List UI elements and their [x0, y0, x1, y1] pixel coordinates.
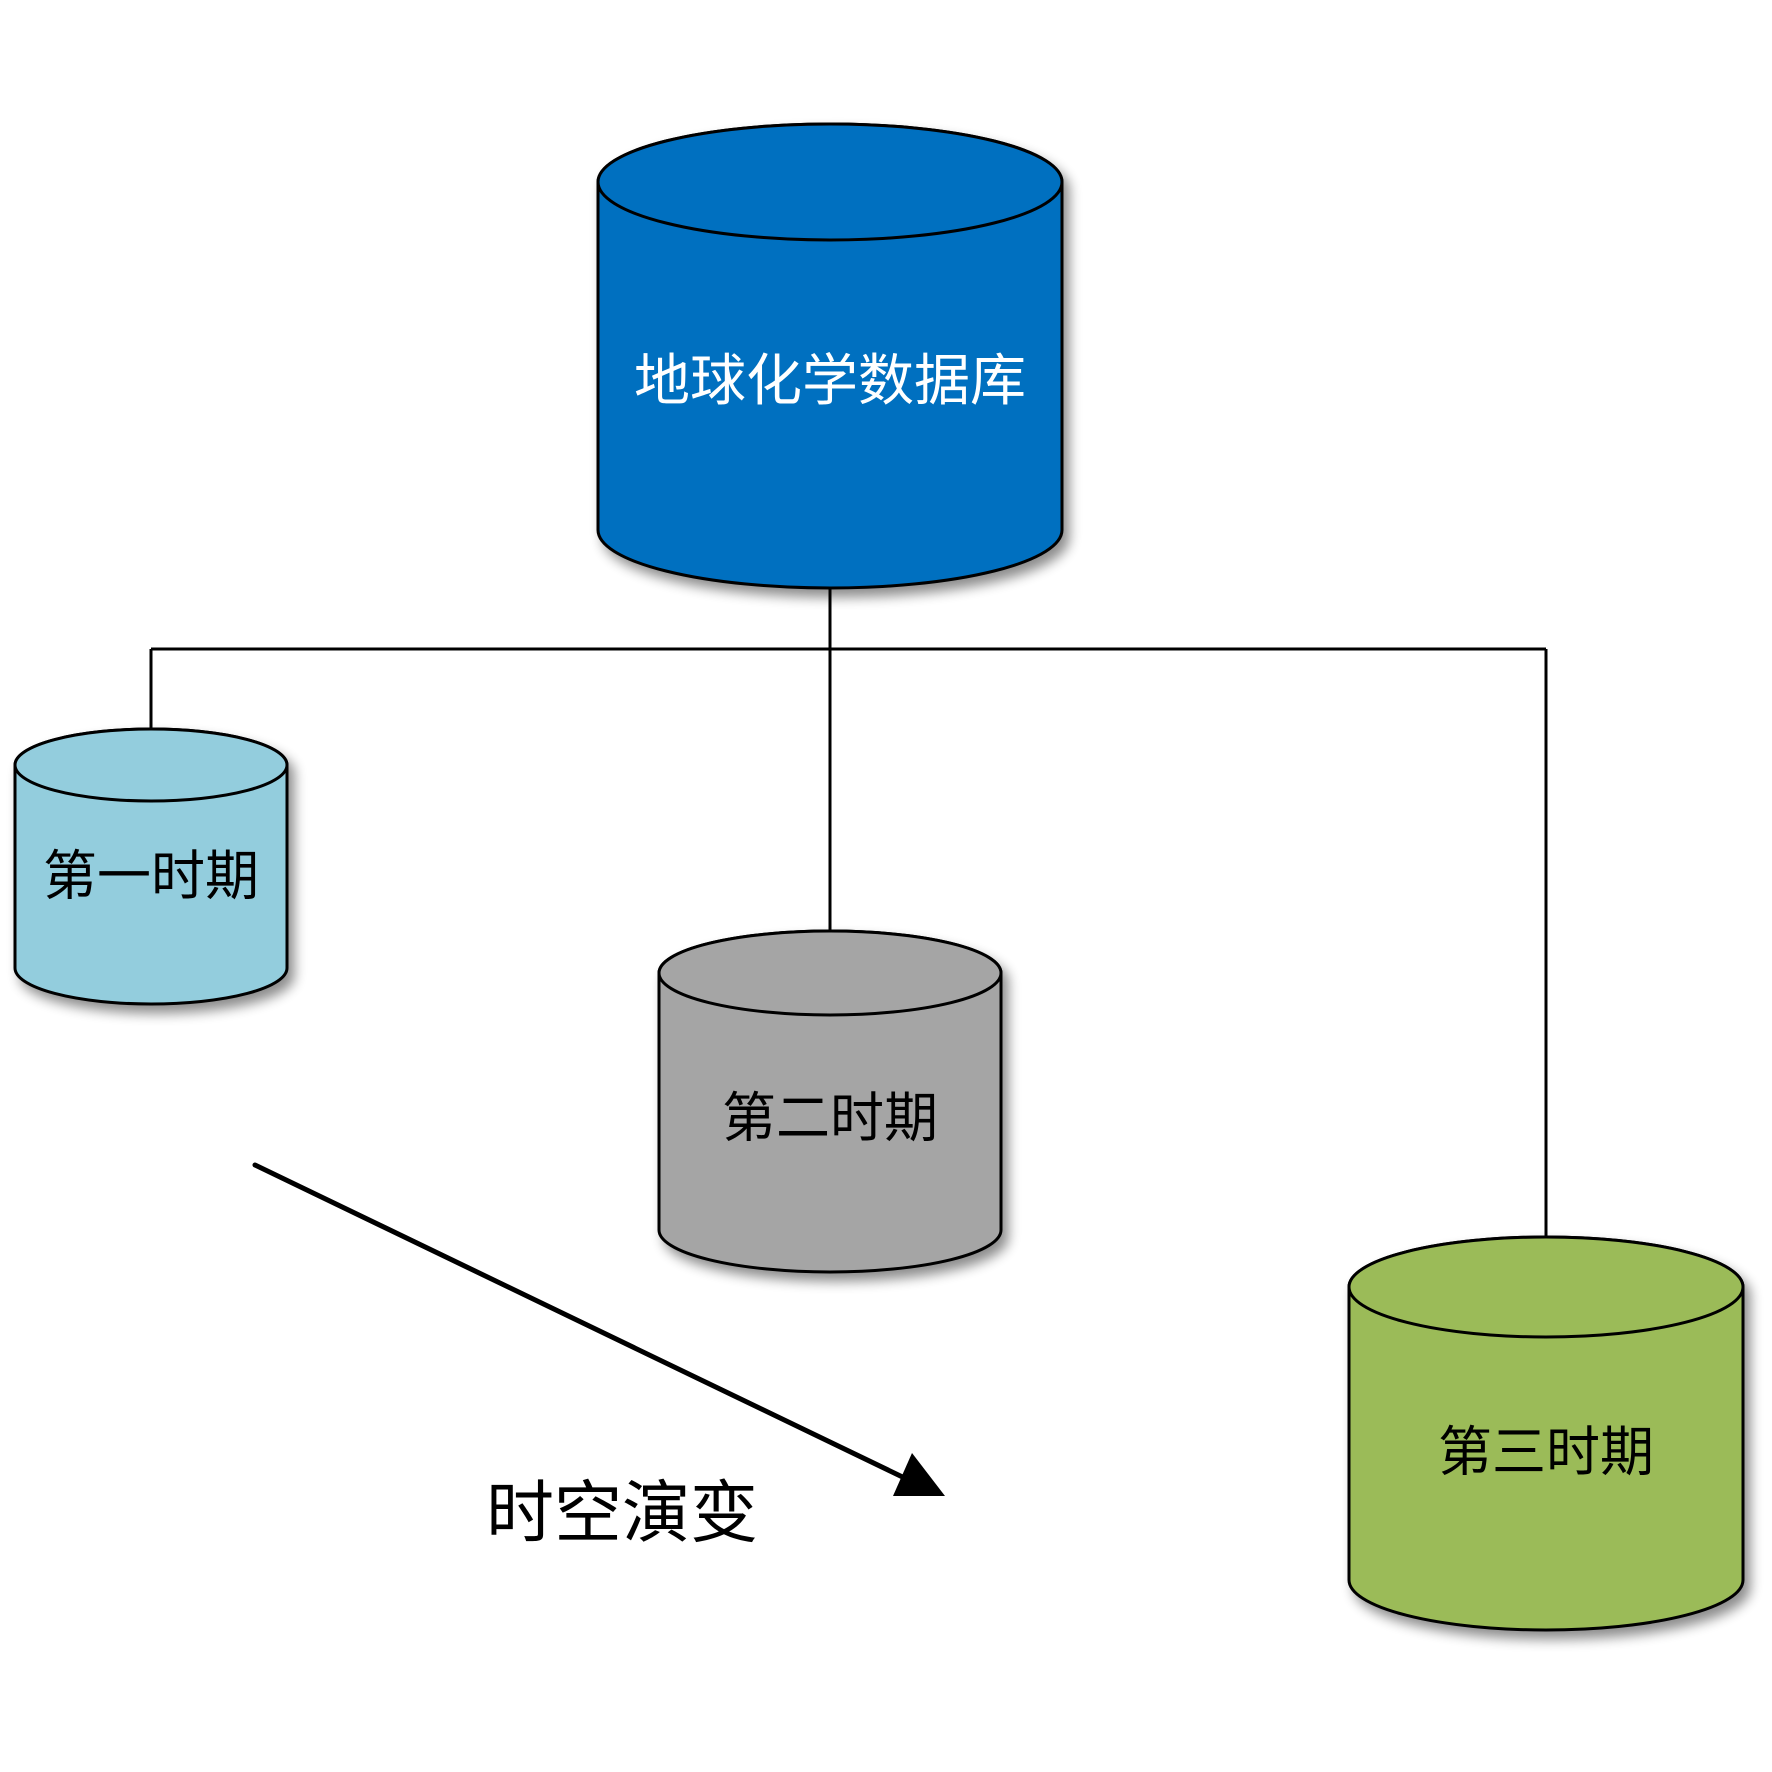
database-cylinder-period-1[interactable]: 第一时期 [13, 727, 289, 1006]
connectors [149, 589, 1548, 1237]
period-2-label: 第二时期 [722, 1087, 938, 1150]
cylinder-top [1347, 1235, 1745, 1339]
cylinder-top [657, 929, 1003, 1017]
period-3-label: 第三时期 [1438, 1421, 1654, 1484]
cylinder-top [596, 122, 1064, 242]
database-cylinder-geochem[interactable]: 地球化学数据库 [596, 122, 1064, 590]
cylinder-top [13, 727, 289, 803]
arrow-head-icon [893, 1453, 945, 1496]
database-label: 地球化学数据库 [634, 349, 1026, 414]
evolution-arrow [252, 1162, 945, 1496]
database-cylinder-period-3[interactable]: 第三时期 [1347, 1235, 1745, 1632]
evolution-label: 时空演变 [486, 1475, 758, 1554]
arrow-shaft [252, 1162, 918, 1486]
database-cylinder-period-2[interactable]: 第二时期 [657, 929, 1003, 1274]
period-1-label: 第一时期 [43, 845, 259, 908]
